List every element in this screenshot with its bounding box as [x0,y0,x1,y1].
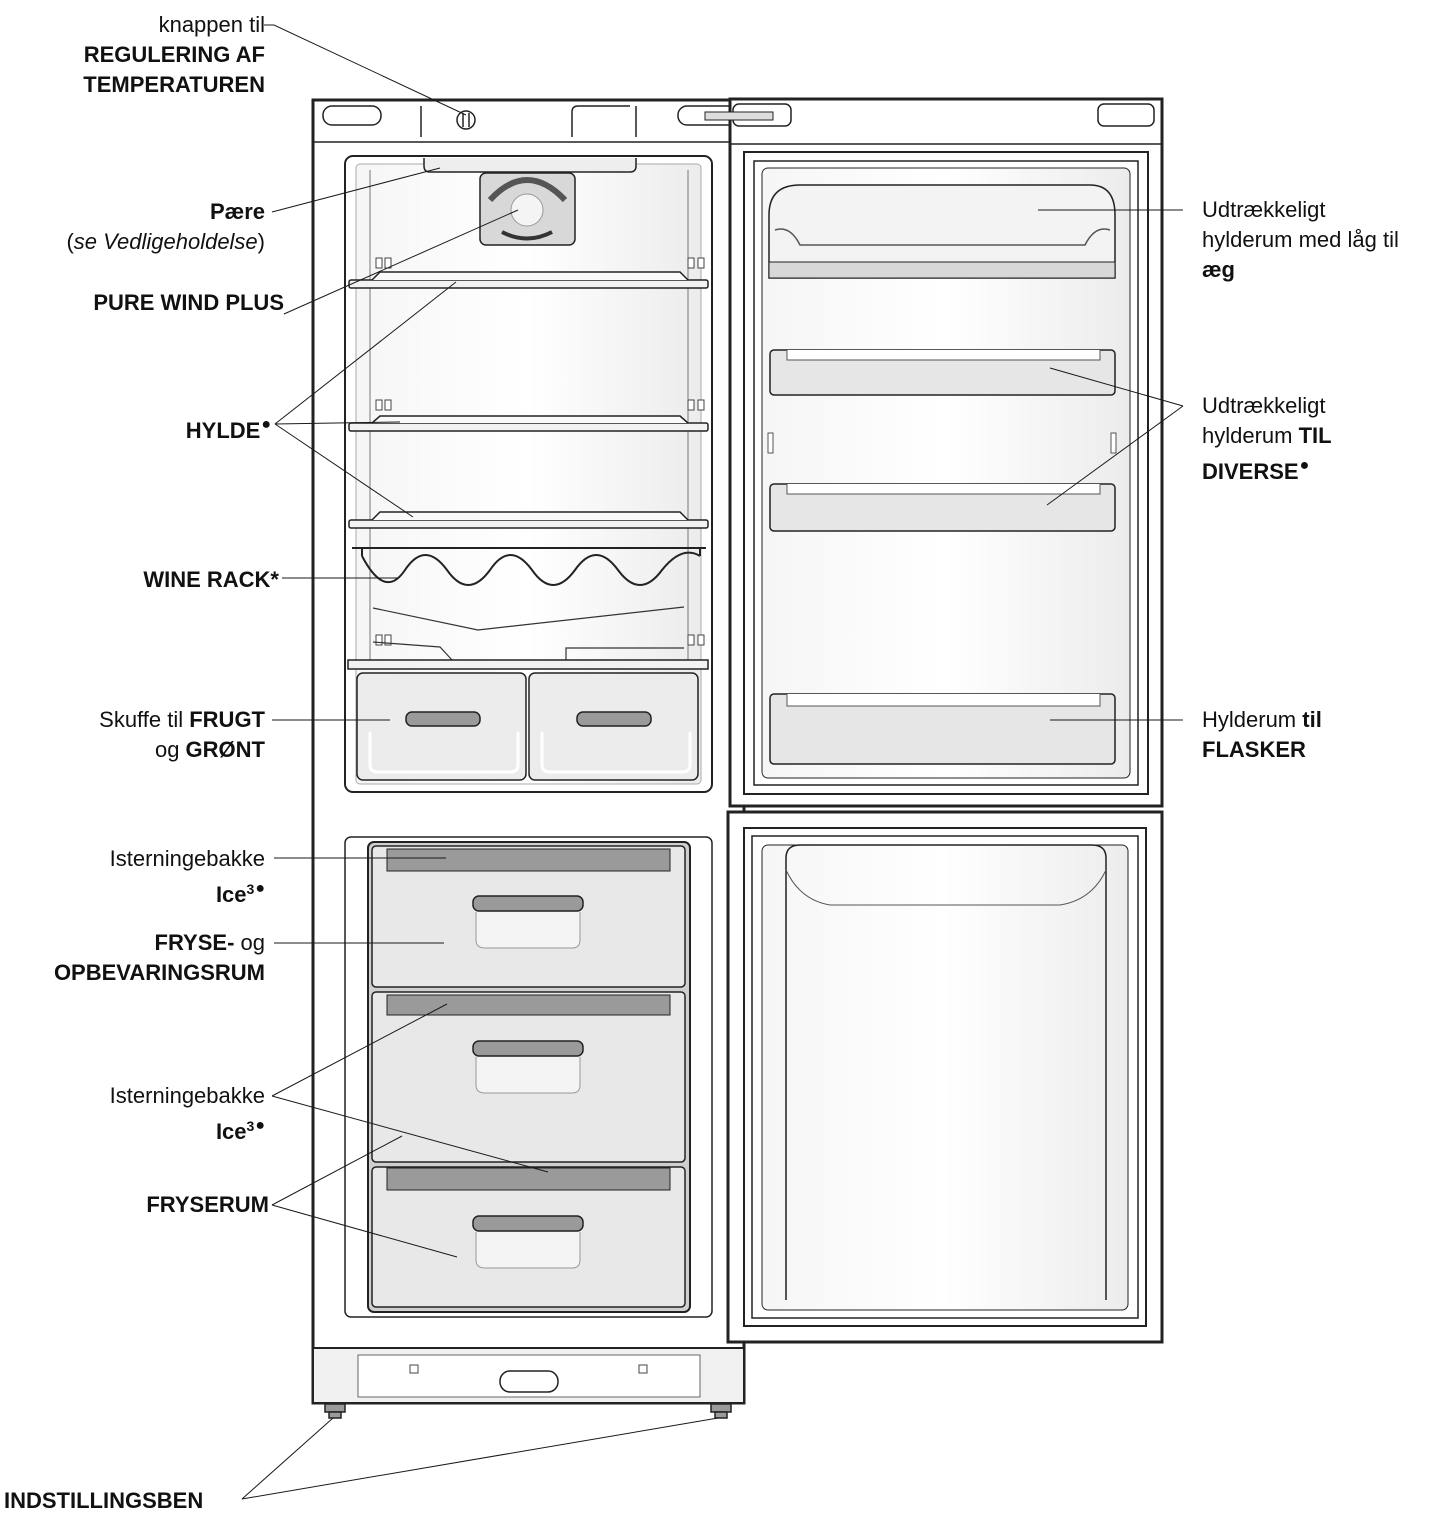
label-egg-shelf-line3: æg [1202,257,1235,282]
label-bulb: Pære (se Vedligeholdelse) [66,197,265,257]
crisper-drawers [356,672,699,781]
label-ice-tray-2-line1: Isterningebakke [109,1083,265,1108]
label-freeze-storage: FRYSE- og OPBEVARINGSRUM [54,928,265,988]
label-egg-shelf: Udtrækkeligt hylderum med låg til æg [1202,195,1399,285]
label-freeze-storage-l1b: og [234,930,265,955]
label-ice-tray-2-mark: ● [255,1117,265,1134]
plinth [312,1347,745,1404]
label-ice-tray-1-sup: 3 [246,881,255,897]
label-bottle-shelf: Hylderum til FLASKER [1202,705,1322,765]
label-pure-wind-plus: PURE WIND PLUS [93,290,284,315]
label-ice-tray-1-line2: Ice [215,882,247,907]
door-shelves [767,349,1117,765]
wine-rack [352,547,706,586]
fridge-compartment [344,155,713,793]
freezer-drawers [371,845,686,1308]
pure-wind-fan-icon [479,172,576,246]
leader-lines [241,24,1184,1500]
label-misc-shelf: Udtrækkeligt hylderum TIL DIVERSE● [1202,391,1332,487]
label-crisper-l1b: FRUGT [189,707,265,732]
label-ice-tray-1-line1: Isterningebakke [109,846,265,871]
temperature-knob-icon [456,110,476,130]
label-bulb-title: Pære [209,199,265,224]
label-crisper-l2b: GRØNT [185,737,265,762]
label-misc-shelf-line1: Udtrækkeligt [1202,393,1326,418]
label-shelf-mark: ● [261,416,271,433]
lamp-icon [423,158,637,173]
label-adjustable-feet: INDSTILLINGSBEN [4,1488,204,1513]
egg-shelf [768,184,1116,279]
label-shelf-title: HYLDE [185,418,261,443]
label-misc-shelf-mark: ● [1299,457,1310,474]
label-freeze-storage-l1a: FRYSE- [154,930,235,955]
label-egg-shelf-line2: hylderum med låg til [1202,227,1399,252]
label-crisper: Skuffe til FRUGT og GRØNT [99,705,265,765]
label-shelf: HYLDE● [186,410,271,446]
adjustable-feet [324,1403,732,1419]
label-misc-shelf-line3: DIVERSE [1202,459,1299,484]
freezer-door [726,810,1164,1344]
label-temperature-knob-line3: TEMPERATUREN [83,72,265,97]
label-wine-rack: WINE RACK* [143,567,279,592]
label-crisper-l2a: og [154,737,186,762]
label-ice-tray-1: Isterningebakke Ice3● [110,844,265,910]
label-ice-tray-1-mark: ● [255,880,265,897]
label-bulb-note: se Vedligeholdelse [73,229,258,254]
label-misc-shelf-l2b: TIL [1298,423,1332,448]
label-freezer: FRYSERUM [146,1192,269,1217]
label-bulb-paren-close: ) [257,229,265,254]
label-ice-tray-2-line2: Ice [215,1119,247,1144]
shelf-clips [375,257,705,646]
crisper-cover [347,606,709,670]
label-freeze-storage-l2: OPBEVARINGSRUM [53,960,265,985]
fridge-shelves [348,271,709,529]
control-panel [313,105,744,143]
label-ice-tray-2-sup: 3 [246,1118,255,1134]
label-egg-shelf-line1: Udtrækkeligt [1202,197,1326,222]
label-temperature-knob-line1: knappen til [158,12,265,37]
label-temperature-knob-line2: REGULERING AF [83,42,265,67]
label-crisper-l1a: Skuffe til [99,707,190,732]
label-bottle-shelf-l1a: Hylderum [1202,707,1303,732]
label-ice-tray-2: Isterningebakke Ice3● [110,1081,265,1147]
label-bottle-shelf-l1b: til [1302,707,1322,732]
label-temperature-knob: knappen til REGULERING AF TEMPERATUREN [83,10,265,100]
label-misc-shelf-l2a: hylderum [1202,423,1299,448]
label-bottle-shelf-line2: FLASKER [1202,737,1306,762]
label-bulb-paren-open: ( [66,229,74,254]
